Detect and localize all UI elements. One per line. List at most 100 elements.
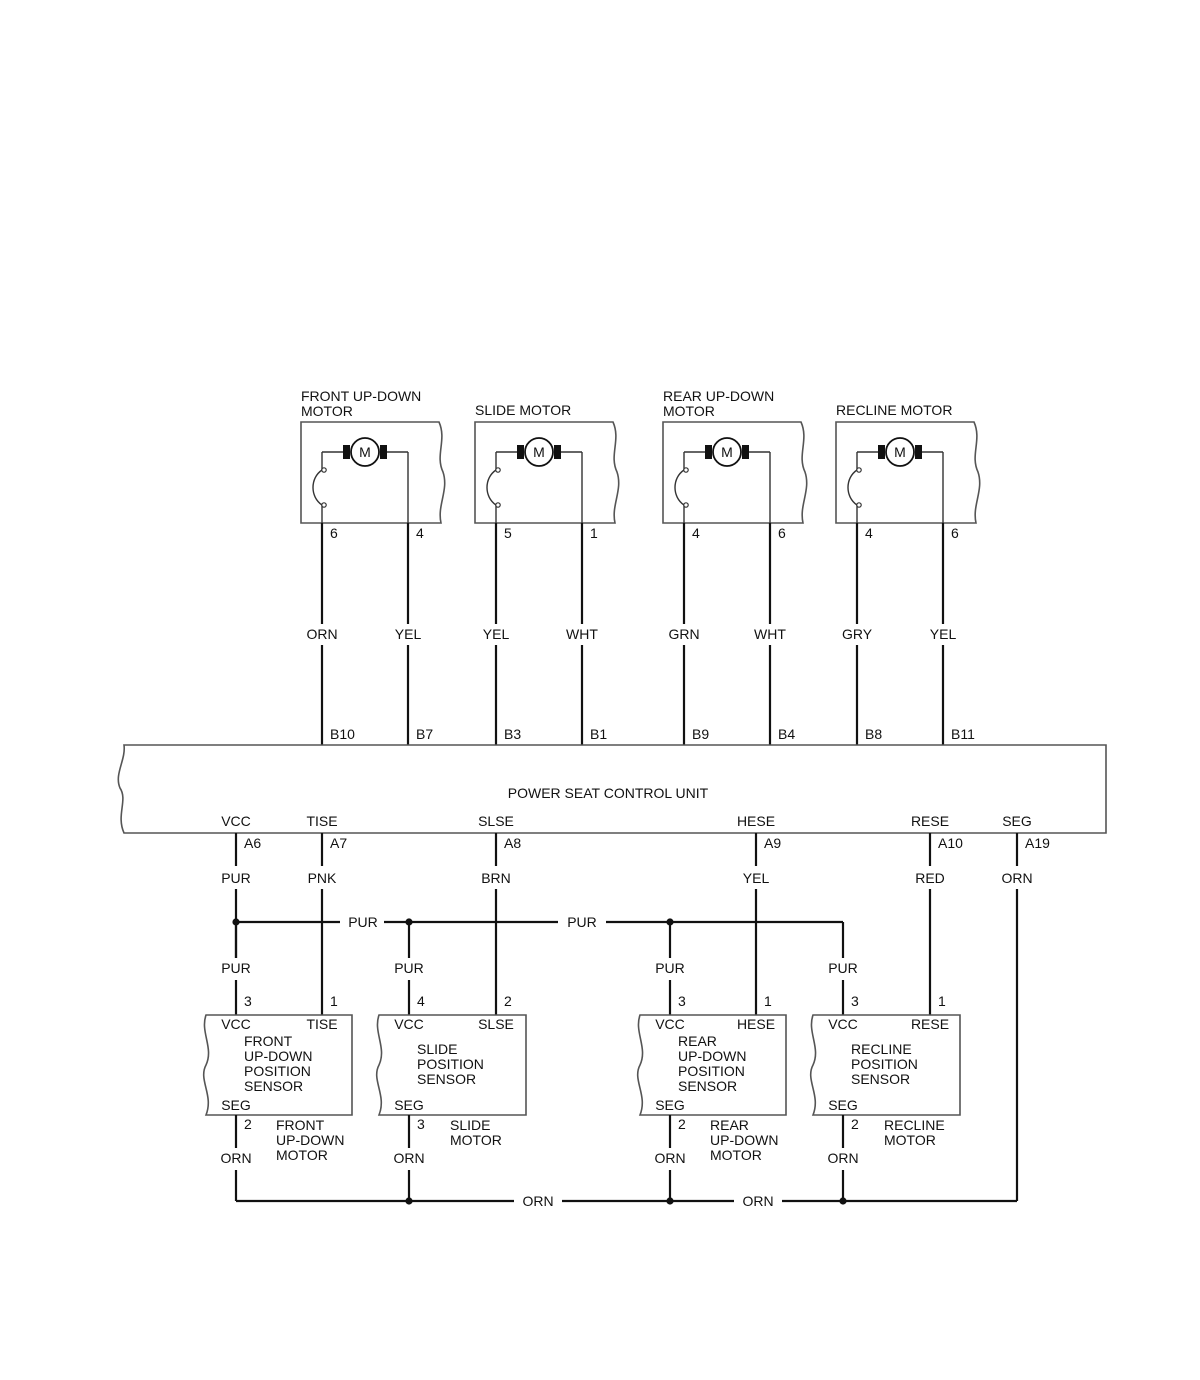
position-sensor-box [636, 1014, 787, 1116]
terminal-label: B10 [330, 726, 355, 742]
sensor-pin-number: 2 [244, 1116, 252, 1132]
terminal-label: A19 [1025, 835, 1050, 851]
motor-brush-icon [878, 445, 885, 459]
motor-pin-number: 5 [504, 525, 512, 541]
thermal-breaker-icon [847, 469, 858, 506]
sensor-signal-label: HESE [737, 1016, 775, 1032]
control-unit-pin-signal: HESE [737, 813, 775, 829]
motor-title: FRONT UP-DOWN [301, 388, 421, 404]
wire-color-label: PUR [655, 960, 685, 976]
sensor-vcc-label: VCC [828, 1016, 858, 1032]
sensor-motor-label: FRONT [276, 1117, 325, 1133]
motor-connector-box [474, 421, 620, 524]
sensor-motor-label: SLIDE [450, 1117, 490, 1133]
wire-color-label: WHT [754, 626, 786, 642]
sensor-name: POSITION [244, 1063, 311, 1079]
motor-pin-number: 4 [865, 525, 873, 541]
breaker-contact-icon [321, 502, 327, 508]
breaker-contact-icon [495, 502, 501, 508]
motor-pin-number: 1 [590, 525, 598, 541]
motor-brush-icon [380, 445, 387, 459]
motor-title: MOTOR [301, 403, 353, 419]
motor-brush-icon [742, 445, 749, 459]
wire-color-label: ORN [654, 1150, 685, 1166]
terminal-label: A10 [938, 835, 963, 851]
wire-color-label: ORN [306, 626, 337, 642]
wire-color-label: ORN [393, 1150, 424, 1166]
breaker-contact-icon [495, 467, 501, 473]
wire-color-label: YEL [930, 626, 957, 642]
motor-icon-label: M [894, 444, 906, 460]
sensor-seg-label: SEG [394, 1097, 424, 1113]
thermal-breaker-icon [486, 469, 497, 506]
motor-brush-icon [517, 445, 524, 459]
terminal-label: B7 [416, 726, 433, 742]
sensor-motor-label: RECLINE [884, 1117, 945, 1133]
control-unit-pin-signal: SEG [1002, 813, 1032, 829]
breaker-contact-icon [683, 467, 689, 473]
control-unit-pin-signal: TISE [306, 813, 337, 829]
motor-icon-label: M [721, 444, 733, 460]
motor-pin-number: 4 [692, 525, 700, 541]
sensor-name: UP-DOWN [244, 1048, 312, 1064]
sensor-motor-label: REAR [710, 1117, 749, 1133]
wire-color-label: YEL [395, 626, 422, 642]
wire-color-label: PNK [308, 870, 337, 886]
sensor-name: UP-DOWN [678, 1048, 746, 1064]
wire-color-label: ORN [220, 1150, 251, 1166]
wire-color-label: PUR [348, 914, 378, 930]
motor-connector-box [835, 421, 981, 524]
wire-color-label: GRN [668, 626, 699, 642]
sensor-signal-label: SLSE [478, 1016, 514, 1032]
sensor-signal-label: RESE [911, 1016, 949, 1032]
sensor-seg-label: SEG [221, 1097, 251, 1113]
control-unit-pin-signal: SLSE [478, 813, 514, 829]
sensor-pin-number: 3 [417, 1116, 425, 1132]
control-unit-pin-signal: VCC [221, 813, 251, 829]
wire-color-label: ORN [827, 1150, 858, 1166]
motor-pin-number: 4 [416, 525, 424, 541]
terminal-label: B8 [865, 726, 882, 742]
sensor-pin-number: 3 [851, 993, 859, 1009]
control-unit-pin-signal: RESE [911, 813, 949, 829]
motor-pin-number: 6 [330, 525, 338, 541]
wire-color-label: ORN [1001, 870, 1032, 886]
terminal-label: B1 [590, 726, 607, 742]
sensor-pin-number: 3 [244, 993, 252, 1009]
sensor-pin-number: 1 [330, 993, 338, 1009]
wire-color-label: ORN [742, 1193, 773, 1209]
wire-color-label: PUR [394, 960, 424, 976]
motor-brush-icon [915, 445, 922, 459]
sensor-name: FRONT [244, 1033, 293, 1049]
sensor-name: RECLINE [851, 1041, 912, 1057]
sensor-name: SENSOR [417, 1071, 476, 1087]
sensor-motor-label: MOTOR [710, 1147, 762, 1163]
terminal-label: A9 [764, 835, 781, 851]
breaker-contact-icon [683, 502, 689, 508]
wire-color-label: WHT [566, 626, 598, 642]
sensor-pin-number: 1 [938, 993, 946, 1009]
terminal-label: A6 [244, 835, 261, 851]
sensor-name: POSITION [851, 1056, 918, 1072]
terminal-label: A8 [504, 835, 521, 851]
wire-color-label: YEL [743, 870, 770, 886]
thermal-breaker-icon [674, 469, 685, 506]
sensor-motor-label: UP-DOWN [710, 1132, 778, 1148]
breaker-contact-icon [856, 467, 862, 473]
terminal-label: A7 [330, 835, 347, 851]
sensor-name: REAR [678, 1033, 717, 1049]
splice-point [839, 1197, 847, 1205]
wire-color-label: PUR [221, 870, 251, 886]
wire-color-label: YEL [483, 626, 510, 642]
sensor-name: SENSOR [244, 1078, 303, 1094]
motor-brush-icon [343, 445, 350, 459]
sensor-pin-number: 2 [851, 1116, 859, 1132]
sensor-vcc-label: VCC [394, 1016, 424, 1032]
sensor-name: SLIDE [417, 1041, 457, 1057]
motor-icon-label: M [533, 444, 545, 460]
sensor-name: POSITION [417, 1056, 484, 1072]
sensor-name: POSITION [678, 1063, 745, 1079]
splice-point [666, 1197, 674, 1205]
sensor-pin-number: 4 [417, 993, 425, 1009]
